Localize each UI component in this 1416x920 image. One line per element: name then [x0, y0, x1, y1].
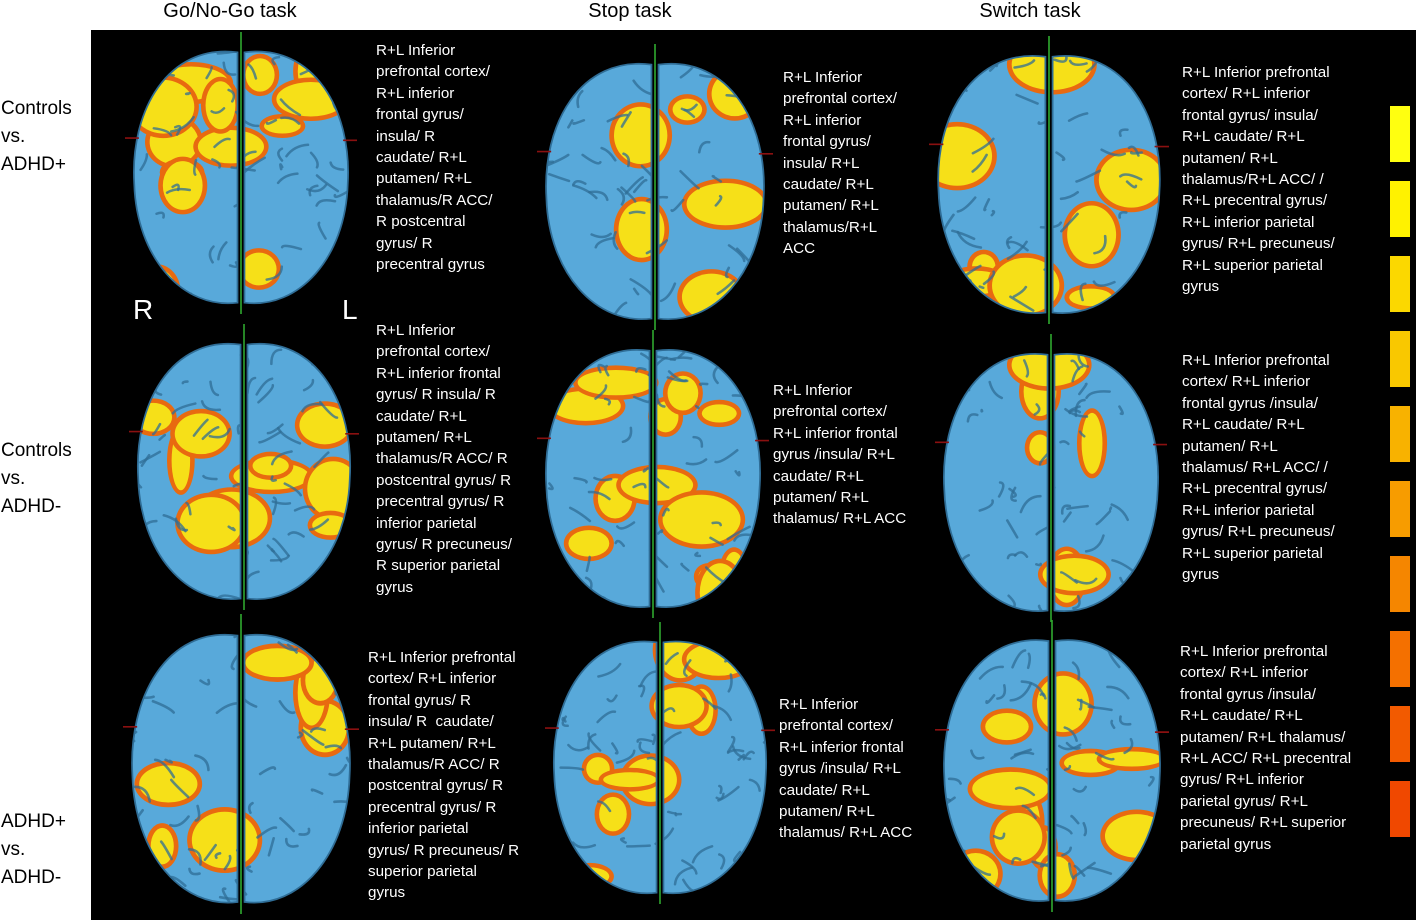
color-scale-step	[1390, 256, 1410, 312]
orientation-left-label: L	[342, 294, 358, 325]
row-label-1-line-2: vs.	[1, 126, 26, 147]
brain-gonogo-adhdplus-vs-adhdminus	[123, 614, 359, 914]
row-label-3: ADHD+ vs. ADHD-	[1, 808, 89, 892]
color-scale-step	[1390, 406, 1410, 462]
color-scale-step	[1390, 631, 1410, 687]
regions-switch-adhdplus-vs-adhdminus: R+L Inferior prefrontal cortex/ R+L infe…	[1180, 643, 1352, 853]
color-scale-step	[1390, 331, 1410, 387]
brain-gonogo-controls-vs-adhdminus	[129, 324, 359, 610]
row-label-3-line-2: vs.	[1, 839, 26, 860]
row-label-2-line-1: Controls	[1, 440, 72, 461]
color-scale-step	[1390, 706, 1410, 762]
column-header-switch: Switch task	[979, 0, 1081, 22]
brain-switch-controls-vs-adhdminus	[935, 334, 1167, 622]
regions-stop-adhdplus-vs-adhdminus: R+L Inferior prefrontal cortex/ R+L infe…	[779, 696, 913, 842]
regions-gonogo-controls-vs-adhdplus: R+L Inferior prefrontal cortex/ R+L infe…	[376, 42, 493, 274]
regions-stop-controls-vs-adhdminus: R+L Inferior prefrontal cortex/ R+L infe…	[773, 382, 907, 528]
row-label-1-line-3: ADHD+	[1, 154, 66, 175]
brain-stop-controls-vs-adhdplus	[537, 44, 773, 330]
row-label-2: Controls vs. ADHD-	[1, 437, 89, 521]
row-label-2-line-2: vs.	[1, 468, 26, 489]
color-scale-step	[1390, 781, 1410, 837]
brain-switch-controls-vs-adhdplus	[929, 36, 1169, 324]
row-label-3-line-3: ADHD-	[1, 867, 62, 888]
regions-stop-controls-vs-adhdplus: R+L Inferior prefrontal cortex/ R+L infe…	[783, 69, 897, 258]
row-label-2-line-3: ADHD-	[1, 496, 62, 517]
color-scale-step	[1390, 181, 1410, 237]
color-scale-step	[1390, 106, 1410, 162]
color-scale-step	[1390, 481, 1410, 537]
regions-switch-controls-vs-adhdplus: R+L Inferior prefrontal cortex/ R+L infe…	[1182, 64, 1335, 296]
row-label-1-line-1: Controls	[1, 98, 72, 119]
row-label-1: Controls vs. ADHD+	[1, 95, 89, 179]
regions-gonogo-adhdplus-vs-adhdminus: R+L Inferior prefrontal cortex/ R+L infe…	[368, 649, 520, 902]
orientation-right-label: R	[133, 294, 154, 325]
column-header-stop: Stop task	[588, 0, 672, 22]
figure-panel: R+L Inferior prefrontal cortex/ R+L infe…	[91, 30, 1416, 920]
brain-stop-controls-vs-adhdminus	[537, 330, 769, 618]
brain-stop-adhdplus-vs-adhdminus	[545, 622, 775, 904]
regions-switch-controls-vs-adhdminus: R+L Inferior prefrontal cortex/ R+L infe…	[1182, 352, 1335, 584]
color-scale-step	[1390, 556, 1410, 612]
regions-gonogo-controls-vs-adhdminus: R+L Inferior prefrontal cortex/ R+L infe…	[376, 322, 512, 596]
column-header-go-nogo: Go/No-Go task	[163, 0, 297, 22]
brain-switch-adhdplus-vs-adhdminus	[935, 620, 1169, 912]
row-label-3-line-1: ADHD+	[1, 811, 66, 832]
brain-gonogo-controls-vs-adhdplus	[125, 32, 357, 314]
